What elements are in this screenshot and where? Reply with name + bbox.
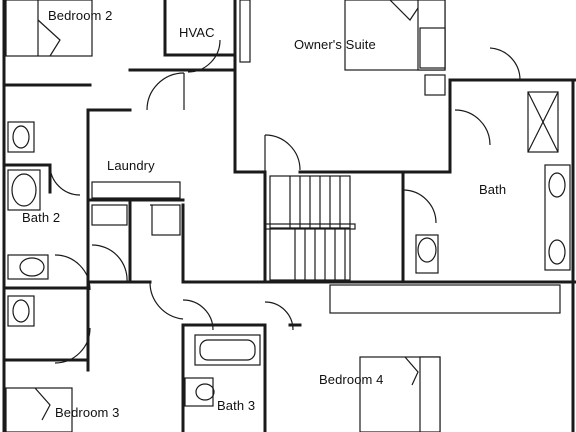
room-label-bath-2: Bath 2 bbox=[22, 210, 61, 225]
staircase bbox=[264, 175, 356, 281]
room-label-laundry: Laundry bbox=[107, 158, 155, 173]
room-label-bedroom-2: Bedroom 2 bbox=[48, 8, 113, 23]
room-label-bath-3: Bath 3 bbox=[217, 398, 256, 413]
room-label-owners-suite: Owner's Suite bbox=[294, 37, 376, 52]
room-label-bedroom-4: Bedroom 4 bbox=[319, 372, 384, 387]
room-label-hvac: HVAC bbox=[179, 25, 215, 40]
room-label-bedroom-3: Bedroom 3 bbox=[55, 405, 120, 420]
fixtures bbox=[5, 0, 571, 432]
room-label-bath: Bath bbox=[479, 182, 507, 197]
